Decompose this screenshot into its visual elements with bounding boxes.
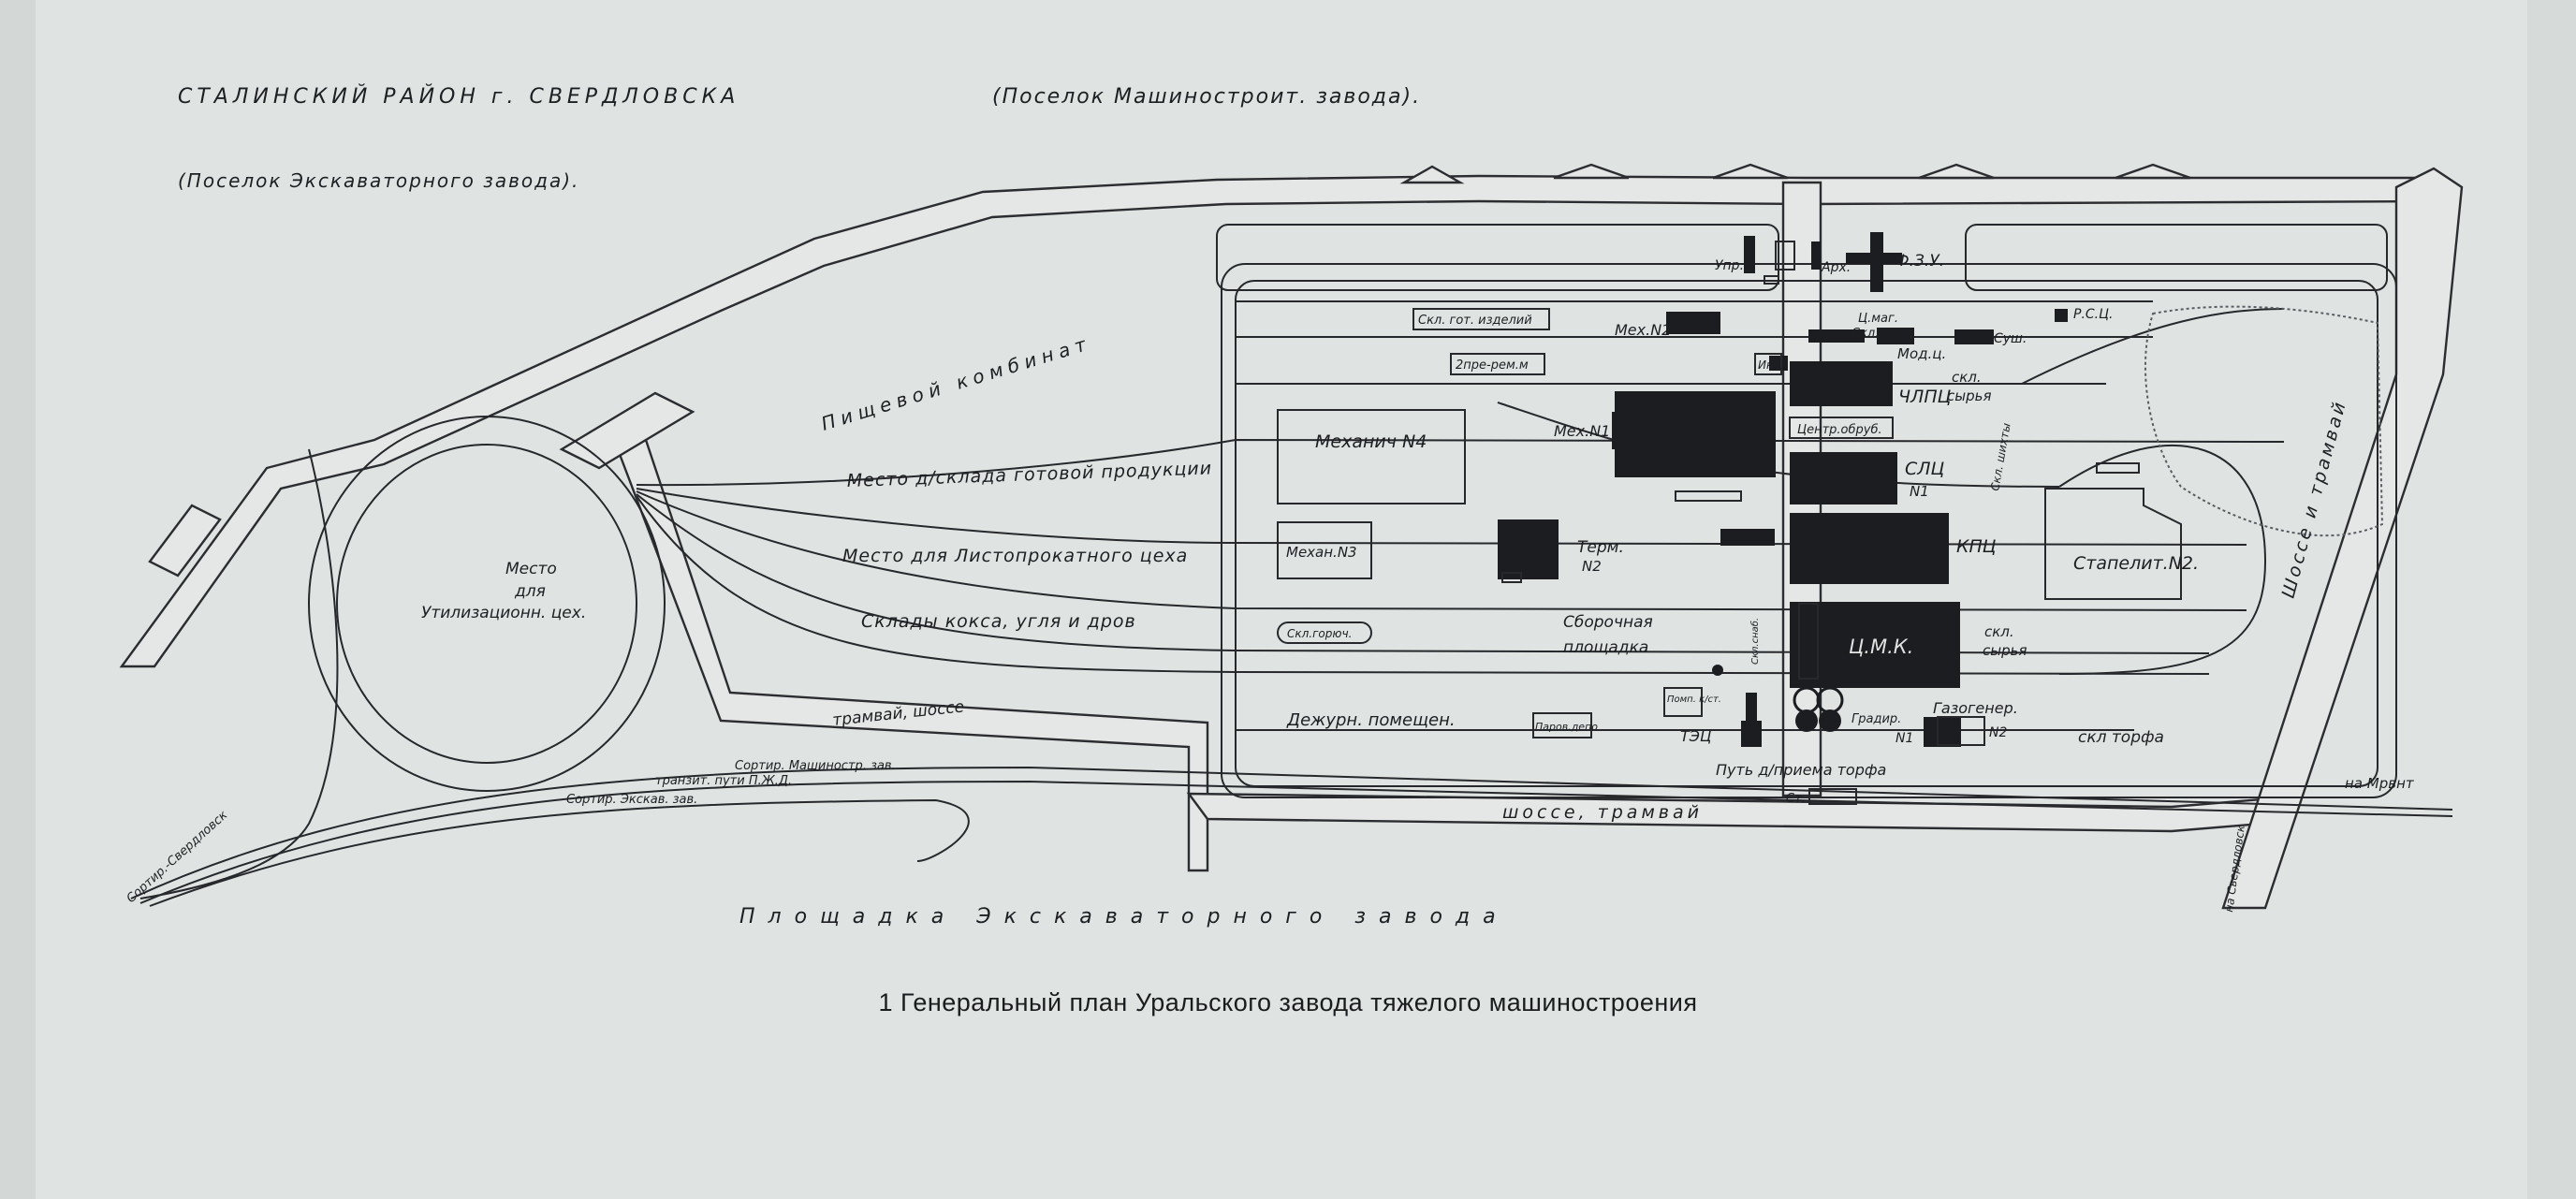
label-chlpc: ЧЛПЦ <box>1898 387 1952 407</box>
label-raw-1a: скл. <box>1952 369 1982 386</box>
label-highway-tram-bottom: шоссе, трамвай <box>1502 802 1703 823</box>
plan-caption: 1 Генеральный план Уральского завода тяж… <box>878 988 1698 1016</box>
label-peat-storage: скл торфа <box>2078 728 2164 747</box>
label-disposal-2: для <box>514 582 546 601</box>
label-st: Ст. <box>1786 792 1806 806</box>
building-mech2 <box>1666 312 1720 334</box>
label-gradir: Градир. <box>1852 712 1901 726</box>
label-model: Мод.ц. <box>1897 345 1946 362</box>
header-settlement-excavator: (Поселок Экскаваторного завода). <box>178 169 579 192</box>
label-tec: ТЭЦ <box>1680 727 1711 745</box>
label-skl: Скл. <box>1852 327 1879 341</box>
building-mech4 <box>1277 409 1466 504</box>
label-term-1: Терм. <box>1577 538 1624 557</box>
label-n1: N1 <box>1895 731 1913 746</box>
label-raw-2a: скл. <box>1984 623 2014 640</box>
label-peat-track: Путь д/приема торфа <box>1716 761 1886 779</box>
label-central-mag: Ц.маг. <box>1858 312 1898 326</box>
label-skl-gorn: Скл.горюч. <box>1287 627 1352 640</box>
label-n2: N2 <box>1989 725 2007 740</box>
label-mech1: Мех.N1 <box>1554 422 1610 440</box>
label-dwelling: 2пре-рем.м <box>1456 358 1529 373</box>
road-network <box>119 163 2464 910</box>
label-stapel: Стапелит.N2. <box>2073 553 2199 574</box>
label-skl-snab: Скл.снаб. <box>1749 618 1761 665</box>
label-assembly-2: площадка <box>1563 638 1648 657</box>
label-mech3: Механ.N3 <box>1286 544 1357 561</box>
label-term-2: N2 <box>1582 558 1602 575</box>
label-slc-1: СЛЦ <box>1905 459 1945 479</box>
label-pomp: Помп. к/ст. <box>1667 695 1721 705</box>
label-sheet-rolling: Место для Листопрокатного цеха <box>842 546 1188 566</box>
building-kpc <box>1790 513 1949 584</box>
building-term2 <box>1498 519 1559 579</box>
label-raw-1b: сырья <box>1947 387 1991 404</box>
building-mech1 <box>1615 391 1776 477</box>
label-rsc: Р.С.Ц. <box>2073 307 2113 322</box>
buildings <box>1277 232 2384 805</box>
label-upr: Упр. <box>1715 258 1744 273</box>
label-disposal-3: Утилизационн. цех. <box>421 604 586 622</box>
building-slc <box>1790 452 1897 504</box>
building-chlpc <box>1790 361 1893 406</box>
label-dry: Суш. <box>1994 331 2027 346</box>
header-settlement-machine: (Поселок Машиностроит. завода). <box>992 85 1421 109</box>
label-raw-2b: сырья <box>1983 642 2027 659</box>
label-to-mrvnt: на Мрвнт <box>2345 775 2415 792</box>
label-tmk: Ц.М.К. <box>1849 636 1913 658</box>
label-coke-storage: Склады кокса, угля и дров <box>861 611 1136 632</box>
label-tool: Инс. <box>1758 358 1783 372</box>
label-disposal-1: Место <box>505 560 557 578</box>
building-mech3 <box>1277 521 1372 579</box>
label-finished-goods: Скл. гот. изделий <box>1418 314 1532 328</box>
label-duty-room: Дежурн. помещен. <box>1286 710 1456 730</box>
label-parovoz: Паров.депо <box>1535 721 1598 733</box>
label-gasgen: Газогенер. <box>1933 699 2018 717</box>
label-assembly-1: Сборочная <box>1563 613 1653 632</box>
label-kpc: КПЦ <box>1956 536 1997 557</box>
label-fzu: Ф.З.У. <box>1895 252 1944 271</box>
label-mech4: Механич N4 <box>1315 431 1427 452</box>
label-slc-2: N1 <box>1910 483 1929 500</box>
header-district: СТАЛИНСКИЙ РАЙОН г. СВЕРДЛОВСКА <box>178 84 739 109</box>
label-mech2: Мех.N2 <box>1615 321 1671 339</box>
label-excavator-site: Площадка Экскаваторного завода <box>739 905 1509 928</box>
label-sort-excav: Сортир. Экскав. зав. <box>566 793 697 807</box>
rail-tracks <box>130 300 2453 907</box>
label-centr-obr: Центр.обруб. <box>1797 423 1882 437</box>
label-arh: Арх. <box>1821 260 1851 275</box>
label-transit: транзит. пути П.Ж.Д. <box>655 774 792 788</box>
label-sort-machine: Сортир. Машиностр. зав. <box>735 759 896 773</box>
